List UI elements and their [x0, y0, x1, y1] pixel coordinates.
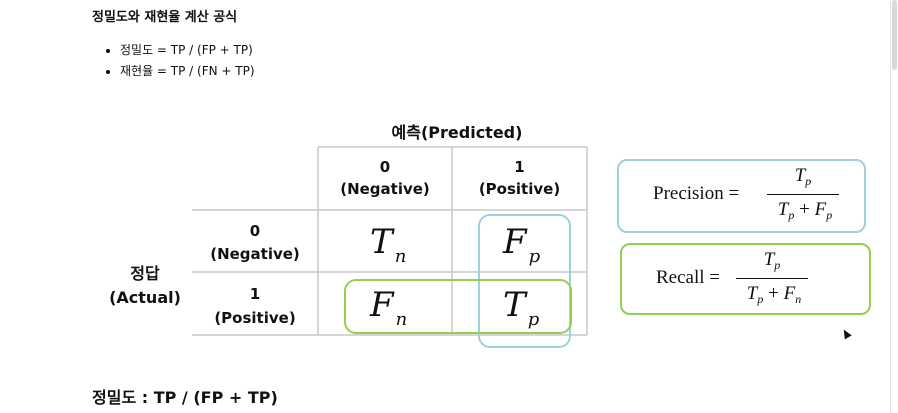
list-item-precision: 정밀도 = TP / (FP + TP): [120, 40, 255, 61]
row1-value: 1: [249, 285, 261, 303]
list-item-recall: 재현율 = TP / (FN + TP): [120, 61, 255, 82]
col1-label: (Positive): [478, 180, 561, 198]
row1-label: (Positive): [214, 309, 296, 327]
col0-label: (Negative): [340, 180, 430, 198]
recall-denominator: Tp + Fn: [746, 283, 802, 306]
recall-fraction-bar: [736, 278, 808, 279]
recall-row-highlight: [344, 279, 572, 334]
actual-label-korean: 정답: [130, 264, 160, 283]
row0-label: (Negative): [210, 245, 300, 263]
col0-value: 0: [379, 158, 391, 176]
precision-section-title: 정밀도 : TP / (FP + TP): [92, 388, 278, 407]
vertical-scrollbar[interactable]: [890, 0, 898, 413]
recall-formula-box: Recall = Tp Tp + Fn: [620, 243, 871, 315]
precision-numerator: Tp: [794, 165, 812, 188]
section-heading: 정밀도와 재현율 계산 공식: [92, 10, 238, 25]
row0-value: 0: [249, 222, 261, 240]
actual-label-english: (Actual): [109, 288, 181, 307]
col1-value: 1: [514, 158, 525, 176]
formula-list: 정밀도 = TP / (FP + TP) 재현율 = TP / (FN + TP…: [92, 40, 255, 82]
precision-fraction-bar: [767, 194, 839, 195]
precision-formula-box: Precision = Tp Tp + Fp: [617, 159, 866, 233]
recall-label: Recall =: [656, 267, 720, 288]
scrollbar-thumb[interactable]: [892, 0, 897, 70]
precision-denominator: Tp + Fp: [777, 199, 833, 222]
precision-column-highlight: [478, 214, 571, 348]
predicted-header: 예측(Predicted): [391, 123, 523, 142]
precision-label: Precision =: [653, 183, 740, 204]
recall-numerator: Tp: [763, 249, 781, 272]
